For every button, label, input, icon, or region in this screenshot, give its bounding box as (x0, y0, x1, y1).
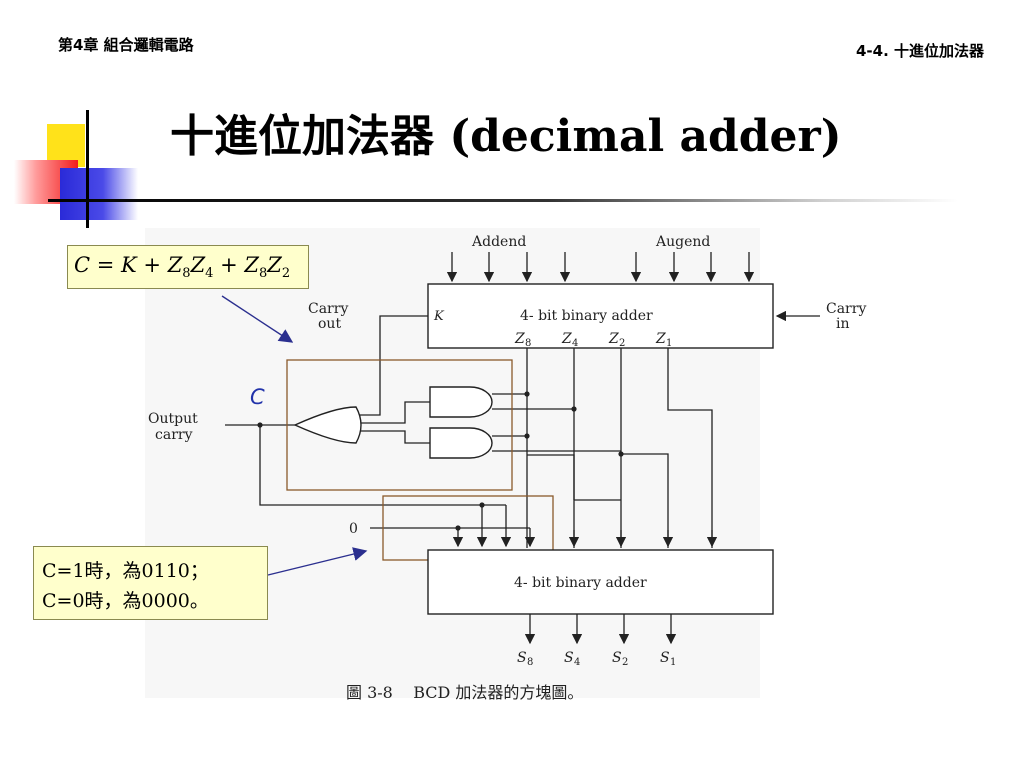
decor-blue-gradient (60, 168, 138, 220)
z1-label: Z (655, 331, 666, 347)
c-label: C (250, 385, 265, 409)
z2-label: Z (608, 331, 619, 347)
z8-label: Z (514, 331, 525, 347)
top-adder-label: 4- bit binary adder (520, 308, 653, 324)
mux-note-line-1: C=1時，為0110； (42, 560, 209, 582)
junction-dots (257, 391, 624, 531)
sum-output-arrows (524, 614, 677, 645)
logic-wiring (225, 315, 718, 548)
carry-out-label-2: out (318, 316, 341, 332)
formula-note: C = K + Z8Z4 + Z8Z2 (67, 245, 309, 289)
s2-label: S (612, 650, 622, 666)
carry-out-label-1: Carry (308, 301, 348, 317)
and-gate-2 (429, 427, 493, 459)
slide-title: 十進位加法器 (decimal adder) (170, 111, 842, 162)
bottom-adder-label: 4- bit binary adder (514, 575, 647, 591)
augend-label: Augend (655, 234, 710, 250)
carry-in-label-2: in (836, 316, 850, 332)
s1-label: S (660, 650, 670, 666)
output-carry-label-2: carry (155, 427, 193, 443)
output-carry-label-1: Output (148, 411, 198, 427)
z2-sub: 2 (619, 338, 625, 349)
z4-label: Z (561, 331, 572, 347)
section-header: 4-4. 十進位加法器 (855, 42, 984, 60)
input-arrows (446, 252, 755, 283)
chapter-header: 第4章 組合邏輯電路 (58, 36, 194, 54)
z4-sub: 4 (572, 338, 578, 349)
mux-callout-arrow (267, 547, 368, 576)
zero-label: 0 (349, 521, 358, 537)
top-binary-adder (427, 283, 774, 349)
decor-yellow-square (47, 124, 85, 167)
s4-sub: 4 (574, 657, 580, 668)
carry-logic-highlight (286, 359, 513, 491)
bottom-binary-adder (427, 549, 774, 615)
s8-sub: 8 (527, 657, 533, 668)
title-underline (48, 199, 958, 202)
carry-in-label-1: Carry (826, 301, 866, 317)
k-label: K (433, 309, 445, 324)
s1-sub: 1 (670, 657, 676, 668)
addend-label: Addend (471, 234, 526, 250)
z8-sub: 8 (525, 338, 531, 349)
s2-sub: 2 (622, 657, 628, 668)
carry-formula: C = K + Z8Z4 + Z8Z2 (74, 253, 291, 282)
formula-callout-arrow (221, 295, 294, 343)
decor-vertical-line (86, 110, 89, 228)
mux-note: C=1時，為0110； C=0時，為0000。 (33, 546, 268, 620)
and-gate-1 (429, 386, 493, 418)
s8-label: S (517, 650, 527, 666)
mux-note-line-2: C=0時，為0000。 (42, 590, 209, 612)
z1-sub: 1 (666, 338, 672, 349)
figure-caption: 圖 3-8 BCD 加法器的方塊圖。 (346, 683, 583, 702)
s4-label: S (564, 650, 574, 666)
or-gate (293, 406, 362, 444)
